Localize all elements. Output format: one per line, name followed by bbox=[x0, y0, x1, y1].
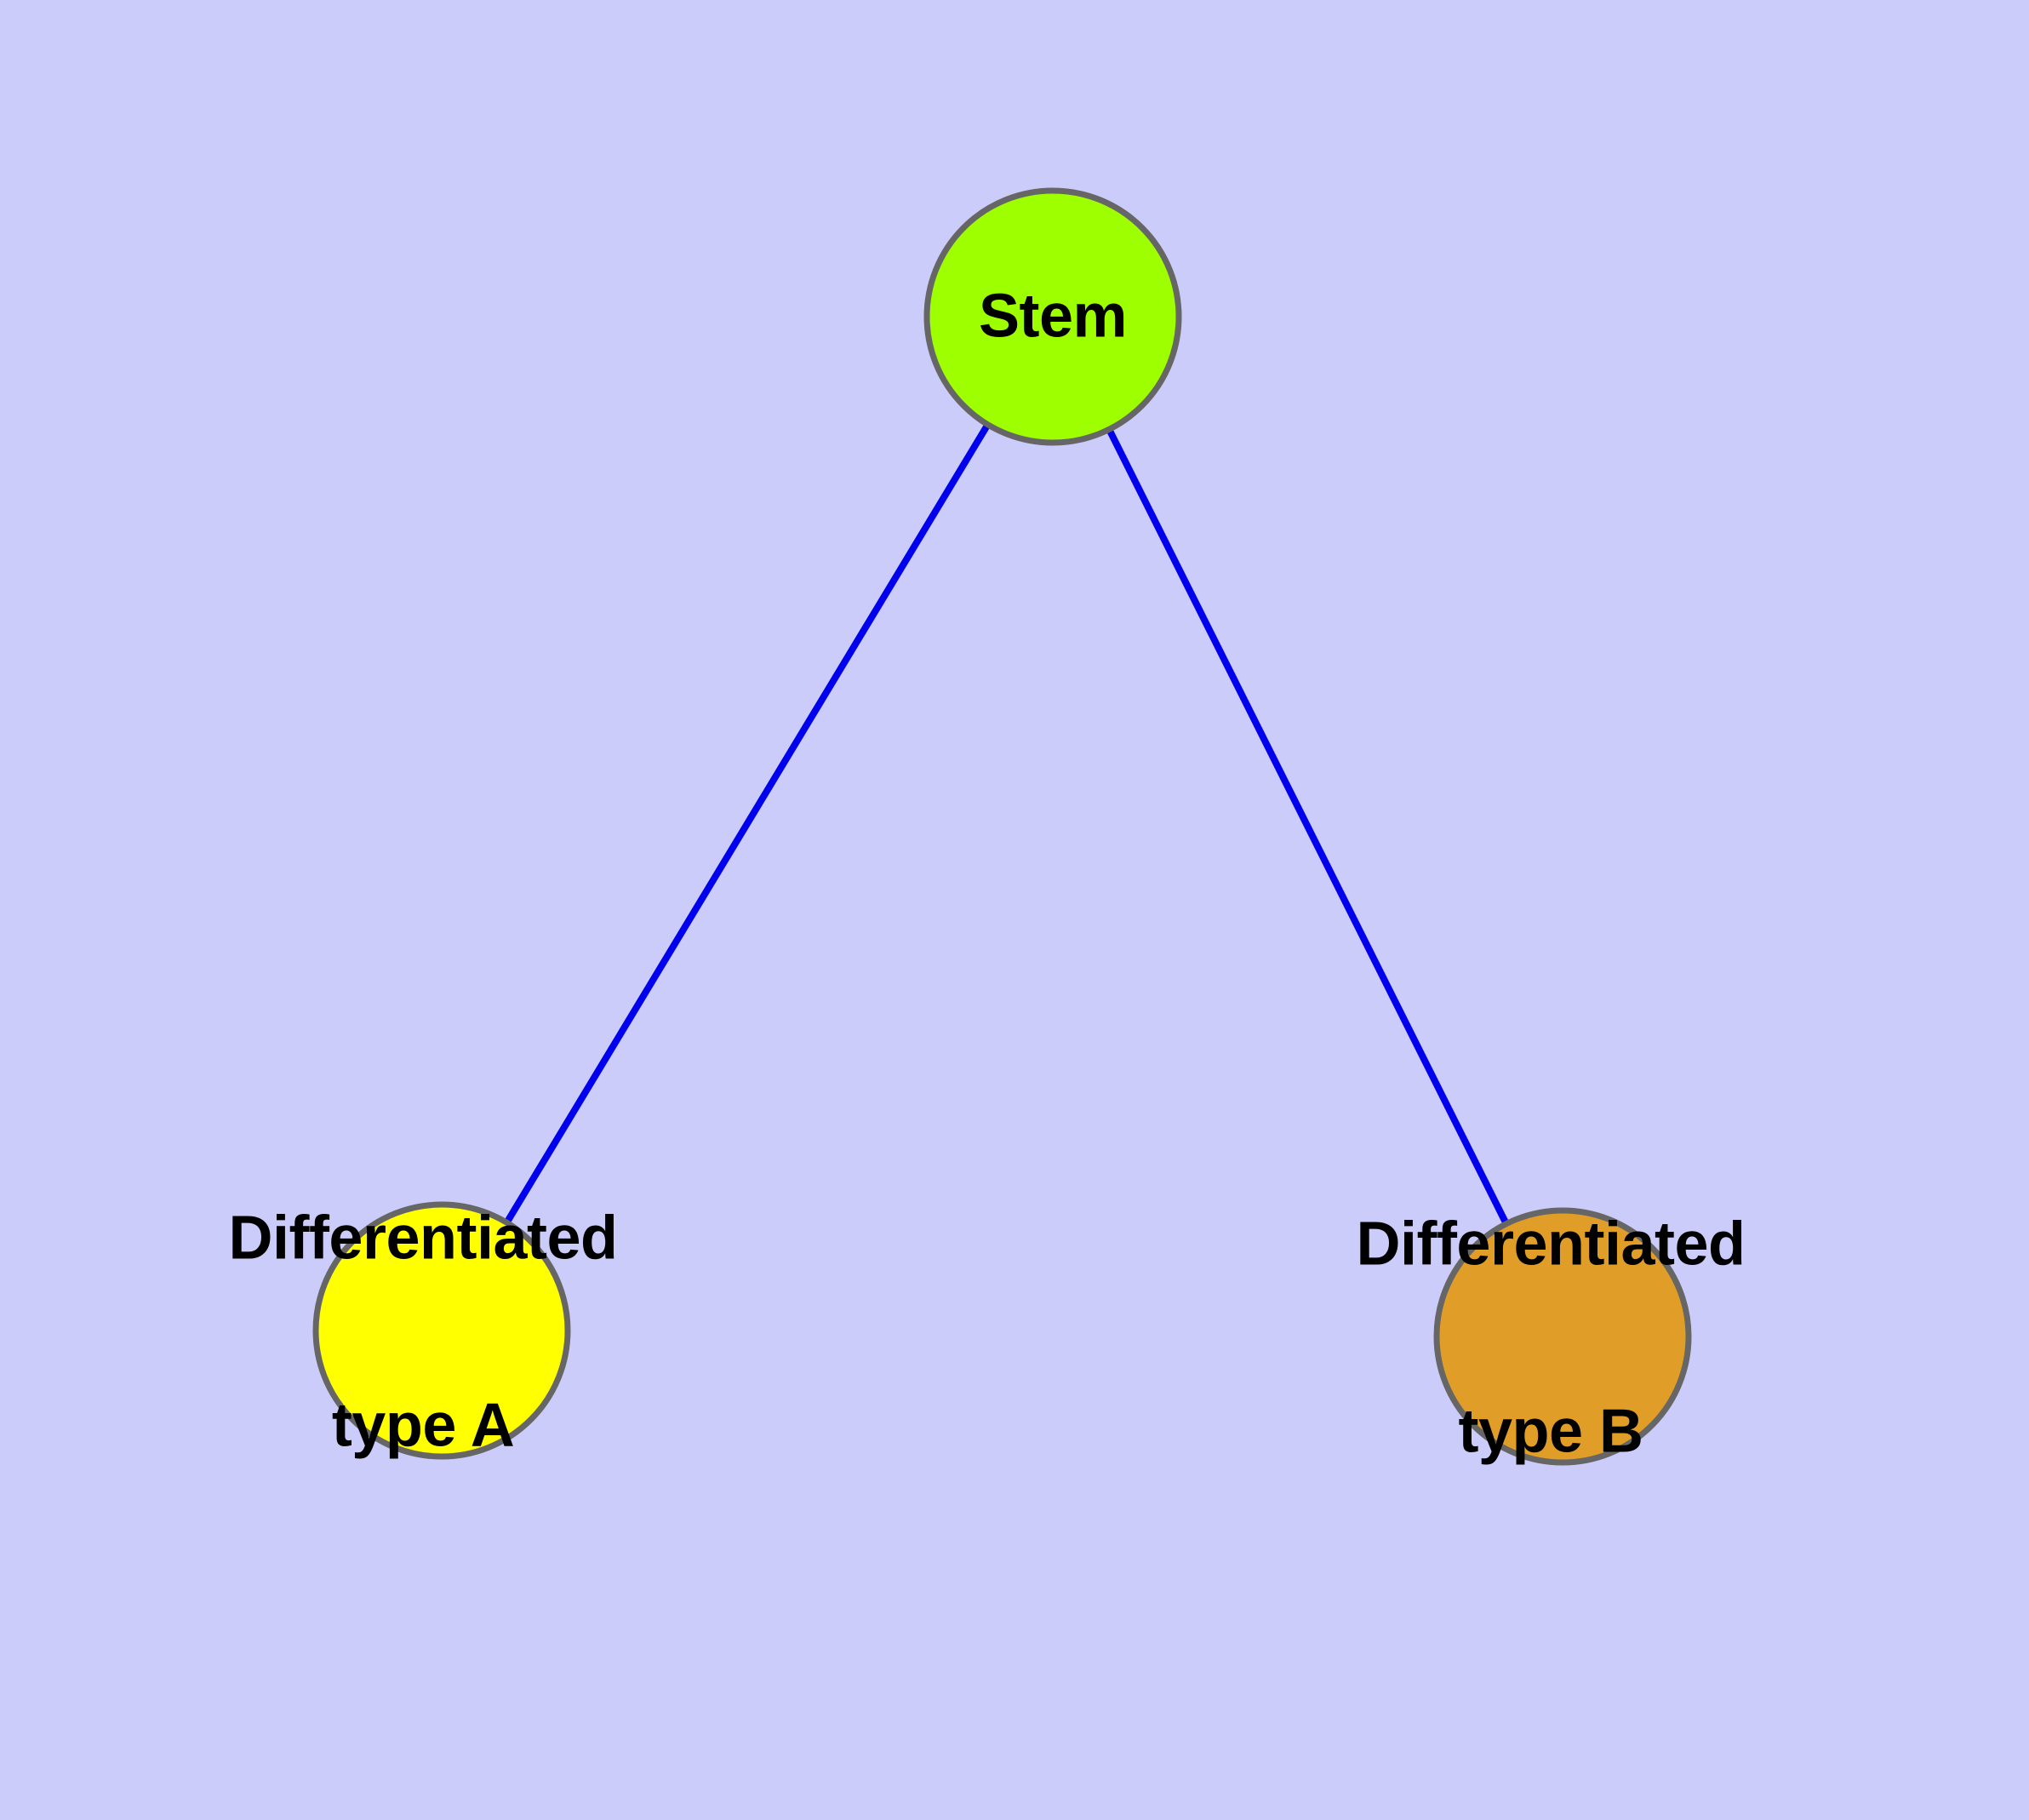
edge-stem-to-differentiated-type-a[interactable] bbox=[438, 314, 1056, 1333]
node-layer bbox=[312, 187, 1692, 1466]
edge-stem-to-differentiated-type-b[interactable] bbox=[1049, 315, 1566, 1338]
node-stem[interactable] bbox=[923, 187, 1182, 446]
node-differentiated-type-b[interactable] bbox=[1433, 1207, 1692, 1466]
edge-layer bbox=[438, 314, 1566, 1338]
node-differentiated-type-a[interactable] bbox=[312, 1201, 571, 1460]
